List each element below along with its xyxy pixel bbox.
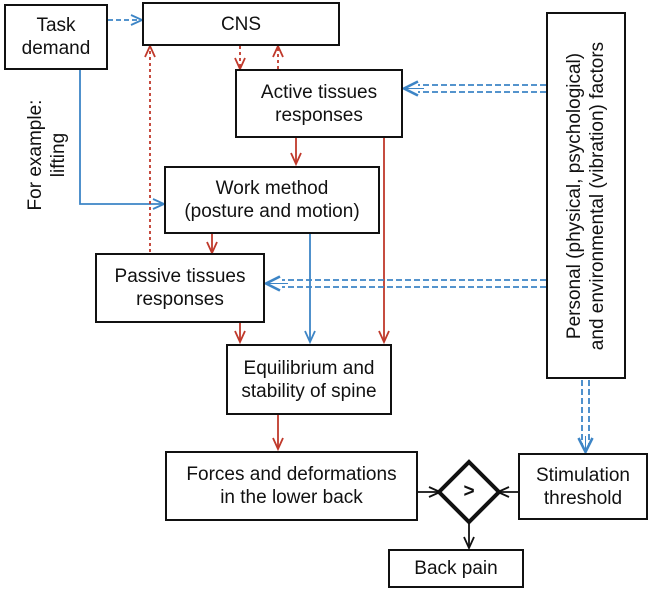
passive-tissues-box: Passive tissues responses bbox=[95, 253, 265, 323]
arrow-factors-to-stimulation bbox=[582, 380, 589, 452]
active-tissues-box: Active tissues responses bbox=[235, 69, 403, 138]
arrow-factors-to-active bbox=[404, 85, 546, 92]
cns-box: CNS bbox=[142, 2, 340, 46]
work-method-box: Work method (posture and motion) bbox=[164, 166, 380, 234]
stimulation-threshold-box: Stimulation threshold bbox=[518, 453, 648, 520]
personal-factors-label: Personal (physical, psychological) and e… bbox=[564, 41, 608, 350]
comparator-symbol: > bbox=[463, 481, 475, 502]
equilibrium-box: Equilibrium and stability of spine bbox=[226, 344, 392, 415]
task-demand-box: Task demand bbox=[4, 4, 108, 70]
personal-factors-box: Personal (physical, psychological) and e… bbox=[546, 12, 626, 379]
comparator-diamond bbox=[436, 459, 502, 525]
forces-box: Forces and deformations in the lower bac… bbox=[165, 451, 418, 521]
arrow-factors-to-passive bbox=[266, 280, 546, 287]
example-lifting-label: For example: lifting bbox=[25, 99, 69, 211]
arrow-task-to-work-method bbox=[79, 70, 164, 204]
back-pain-box: Back pain bbox=[388, 549, 524, 588]
